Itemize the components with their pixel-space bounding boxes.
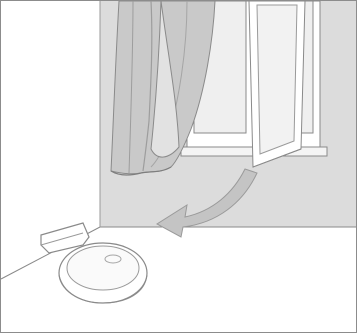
open-window-sash	[249, 1, 305, 167]
robot-vacuum	[59, 243, 147, 303]
